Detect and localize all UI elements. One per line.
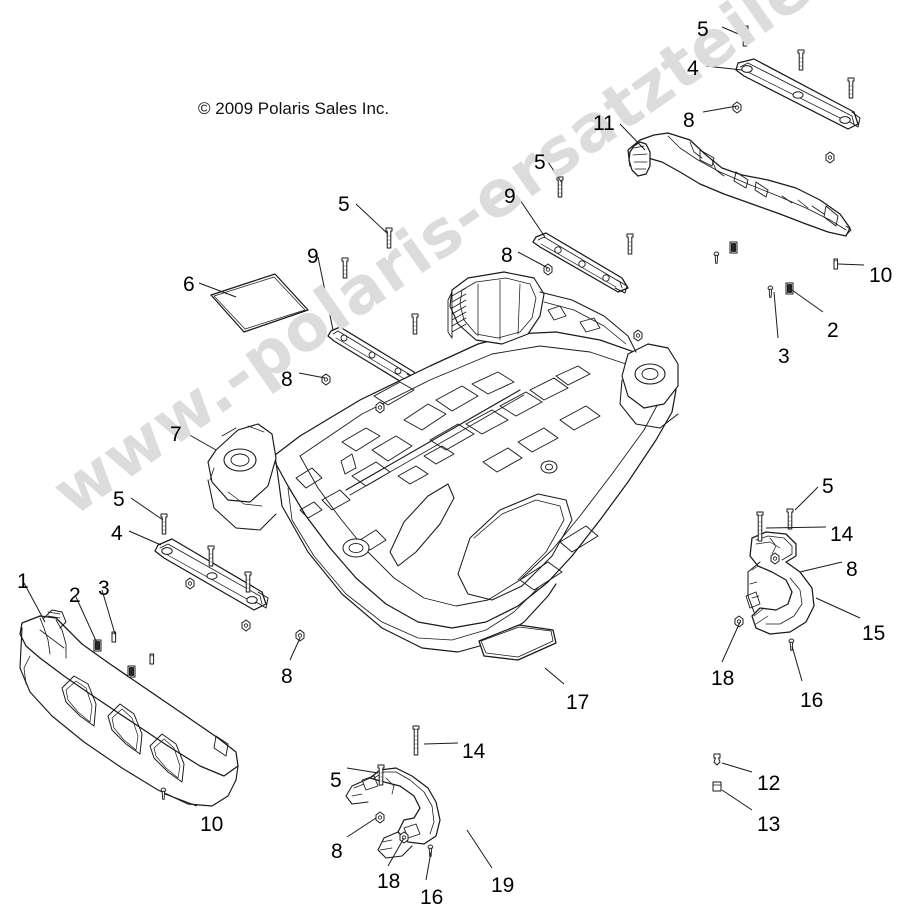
part-11-rear-bumper: [627, 132, 852, 237]
part-9-rail-right: [532, 232, 629, 294]
part-7-cargo-box: [207, 271, 679, 653]
callout-number-8: 8: [501, 244, 513, 267]
callout-number-10: 10: [869, 264, 893, 287]
leader-line-4: [128, 530, 162, 546]
leader-line-1: [23, 582, 46, 623]
callout-number-5: 5: [330, 769, 342, 792]
callout-number-5: 5: [697, 18, 709, 41]
leader-line-16: [791, 645, 803, 682]
callout-number-18: 18: [711, 667, 735, 690]
part-4-rear-bracket: [735, 58, 861, 130]
callout-number-8: 8: [683, 109, 695, 132]
callout-number-11: 11: [593, 112, 615, 135]
leader-line-15: [815, 597, 861, 619]
leader-line-14: [423, 742, 459, 745]
callout-number-5: 5: [822, 475, 834, 498]
callout-number-2: 2: [69, 584, 81, 607]
leader-line-5: [346, 767, 379, 774]
callout-number-5: 5: [534, 151, 546, 174]
leader-line-5: [794, 486, 819, 511]
leader-line-8: [702, 105, 738, 113]
callout-number-8: 8: [281, 665, 293, 688]
callout-number-9: 9: [307, 245, 319, 268]
callout-number-12: 12: [757, 772, 781, 795]
part-15-right-hoop: [745, 531, 815, 635]
leader-line-18: [387, 837, 405, 867]
callout-number-14: 14: [462, 740, 486, 763]
leader-line-5: [721, 26, 749, 39]
leader-line-9: [317, 256, 334, 331]
callout-number-8: 8: [281, 368, 293, 391]
callout-number-17: 17: [566, 691, 590, 714]
callout-number-4: 4: [687, 57, 699, 80]
part-6-mat: [210, 273, 309, 333]
leader-line-8: [517, 251, 549, 269]
callout-number-3: 3: [98, 577, 110, 600]
hardware-12-13: [712, 753, 722, 792]
leader-line-8: [346, 817, 377, 838]
callout-number-15: 15: [862, 622, 886, 645]
part-19-bottom-hoop: [345, 767, 441, 859]
leader-line-8: [298, 372, 326, 379]
copyright-notice: © 2009 Polaris Sales Inc.: [198, 99, 390, 118]
callout-number-5: 5: [113, 488, 125, 511]
leader-line-4: [705, 65, 743, 71]
leader-line-5: [355, 203, 389, 235]
leader-line-18: [721, 621, 741, 663]
callout-number-7: 7: [170, 423, 182, 446]
leader-line-14: [765, 526, 827, 529]
callout-number-2: 2: [827, 319, 839, 342]
leader-line-19: [466, 829, 493, 869]
part-4-front-bracket: [154, 538, 269, 611]
callout-number-8: 8: [331, 840, 343, 863]
leader-line-6: [198, 282, 237, 298]
callout-number-4: 4: [111, 522, 123, 545]
leader-line-8: [289, 637, 301, 661]
leader-line-7: [185, 432, 217, 451]
part-1-front-bumper: [19, 609, 239, 807]
leader-line-2: [75, 596, 98, 644]
callout-number-19: 19: [491, 874, 515, 897]
leader-line-12: [721, 762, 753, 773]
leader-line-9: [517, 196, 546, 238]
callout-number-6: 6: [183, 273, 195, 296]
callout-number-14: 14: [830, 523, 854, 546]
callout-number-3: 3: [778, 345, 790, 368]
leader-lines: [23, 26, 865, 881]
leader-line-10: [164, 793, 198, 807]
part-17-pad: [478, 624, 557, 661]
callout-number-8: 8: [846, 558, 858, 581]
callout-number-16: 16: [420, 886, 444, 909]
leader-line-13: [721, 789, 753, 811]
hardware-right-upper: [713, 241, 839, 298]
leader-line-16: [425, 851, 432, 881]
callout-number-10: 10: [200, 813, 224, 836]
callout-number-18: 18: [377, 870, 401, 893]
leader-line-3: [101, 589, 116, 635]
callout-number-16: 16: [800, 689, 824, 712]
leader-line-8: [799, 561, 843, 573]
leader-line-10: [837, 263, 865, 266]
leader-line-5: [547, 161, 563, 184]
leader-line-5: [130, 497, 164, 521]
callout-number-1: 1: [17, 570, 29, 593]
leader-line-11: [619, 123, 646, 151]
callout-number-13: 13: [757, 813, 781, 836]
leader-line-3: [773, 291, 779, 339]
leader-line-17: [544, 667, 565, 685]
callout-number-9: 9: [504, 185, 516, 208]
callout-number-5: 5: [338, 193, 350, 216]
leader-line-2: [791, 289, 824, 313]
